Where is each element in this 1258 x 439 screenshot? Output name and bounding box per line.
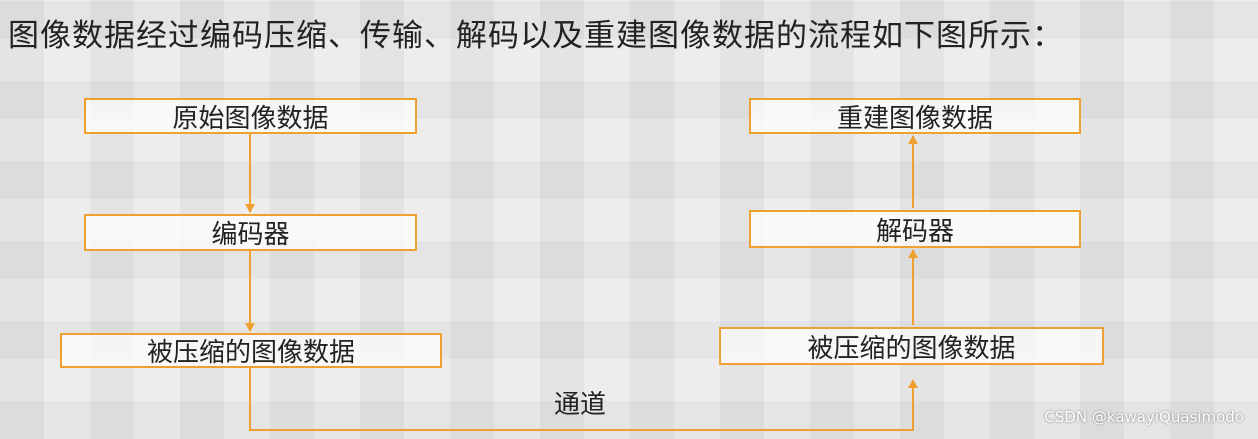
encoder-box: 编码器 (84, 214, 417, 251)
reconstructed-image-data-box: 重建图像数据 (749, 98, 1081, 134)
left-compressed-data-box: 被压缩的图像数据 (60, 333, 442, 368)
channel-line (249, 368, 914, 431)
arrowhead-left-compressed (245, 323, 255, 332)
decoder-box: 解码器 (749, 210, 1081, 248)
watermark-text: CSDN @kawayiQuasimodo (1044, 408, 1244, 426)
arrowhead-reconstructed (908, 135, 918, 144)
arrowhead-decoder (908, 249, 918, 258)
right-compressed-data-box: 被压缩的图像数据 (719, 327, 1104, 365)
source-image-data-box: 原始图像数据 (84, 98, 417, 134)
arrowhead-encoder (245, 204, 255, 213)
page-title: 图像数据经过编码压缩、传输、解码以及重建图像数据的流程如下图所示： (8, 18, 1064, 54)
arrowhead-right-compressed (908, 379, 918, 388)
channel-label: 通道 (554, 390, 607, 420)
